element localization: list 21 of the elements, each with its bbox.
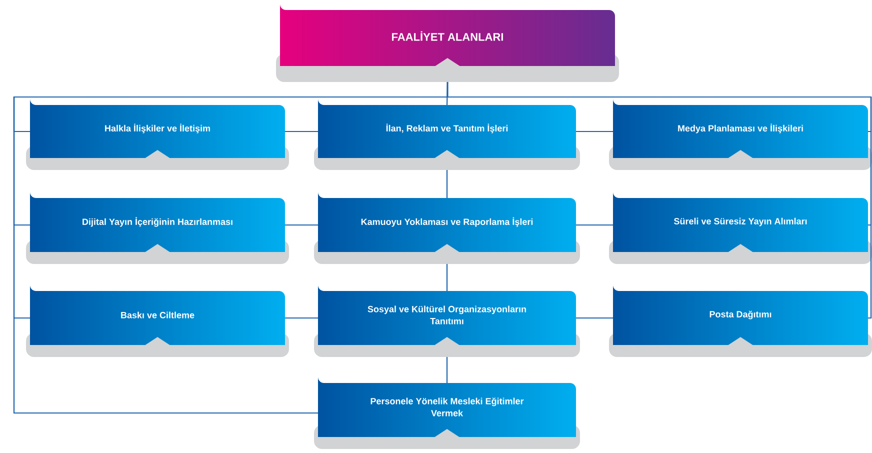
category-box: Halkla İlişkiler ve İletişim <box>26 99 289 170</box>
category-box: Dijital Yayın İçeriğinin Hazırlanması <box>26 192 289 264</box>
category-box: Personele Yönelik Mesleki Eğitimler Vermek <box>314 377 580 449</box>
category-box: Süreli ve Süresiz Yayın Alımları <box>609 192 872 264</box>
connector-line <box>576 317 613 319</box>
connector-line <box>285 317 318 319</box>
connector-line <box>576 224 613 226</box>
connector-line <box>446 82 872 319</box>
connector-line <box>446 357 448 383</box>
connector-line <box>576 130 613 132</box>
category-box: İlan, Reklam ve Tanıtım İşleri <box>314 99 580 170</box>
title-box: FAALİYET ALANLARI <box>276 4 619 82</box>
category-box: Baskı ve Ciltleme <box>26 285 289 357</box>
category-box: Medya Planlaması ve İlişkileri <box>609 99 872 170</box>
category-box: Sosyal ve Kültürel Organizasyonların Tanıtımı <box>314 285 580 357</box>
connector-line <box>285 130 318 132</box>
connector-line <box>285 224 318 226</box>
category-box: Posta Dağıtımı <box>609 285 872 357</box>
category-box: Kamuoyu Yoklaması ve Raporlama İşleri <box>314 192 580 264</box>
connector-line <box>446 170 448 198</box>
connector-line <box>446 264 448 291</box>
